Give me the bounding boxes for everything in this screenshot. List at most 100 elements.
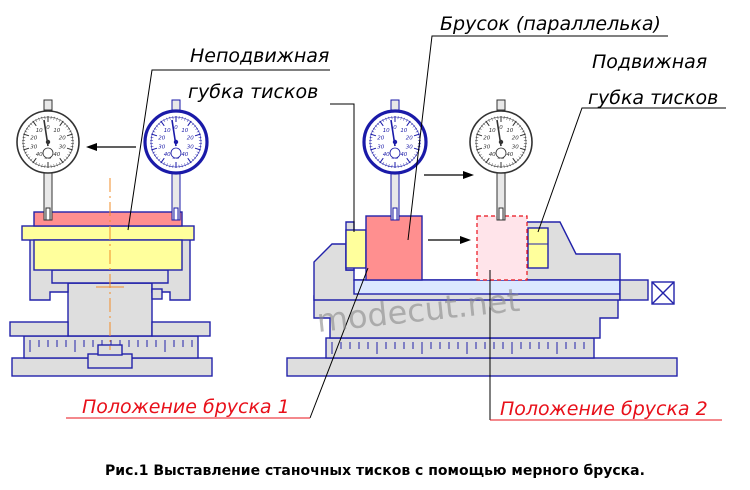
right-vise-scale-ticks [331, 342, 585, 354]
dial-number: 30 [59, 145, 66, 151]
dial-tick [196, 151, 200, 154]
dial-tick [403, 163, 405, 167]
dial-tick [478, 127, 482, 130]
label-fixed-jaw-line1: Неподвижная [190, 45, 329, 67]
dial-tick [194, 133, 201, 137]
dial-tick [193, 156, 197, 159]
top-move-arrow [424, 171, 474, 179]
dial-tick [476, 147, 483, 151]
dial-subdial [170, 147, 182, 159]
dial-tick [24, 130, 28, 133]
dial-tick [491, 117, 493, 121]
dial-tick [70, 146, 74, 148]
left-move-arrow [86, 143, 136, 151]
dial-tick [195, 127, 199, 130]
dial-tick [485, 120, 490, 127]
dial-tick [27, 125, 31, 128]
dial-tip [45, 207, 51, 221]
dial-tick [475, 136, 479, 138]
dial-tick [63, 158, 66, 162]
dial-tick [382, 119, 385, 122]
dial-tick [163, 162, 166, 165]
dial-tick [186, 162, 189, 165]
dial-tick [412, 156, 416, 159]
dial-tick [53, 116, 55, 120]
dial-tick [516, 158, 519, 162]
dial-tick [521, 151, 525, 154]
dial-tick [483, 122, 486, 126]
dial-top-knob [390, 99, 400, 111]
dial-tick [38, 163, 40, 167]
dial-tip [498, 207, 504, 221]
dial-tick [184, 117, 186, 121]
dial-tick [374, 156, 378, 159]
dial-indicator-left-gray: 0102030405040302010 [16, 99, 80, 221]
dial-tick [415, 130, 419, 133]
dial-tick [184, 163, 186, 167]
dial-tick [41, 116, 43, 120]
right-vise-view [286, 215, 678, 377]
label-movable-jaw-line1: Подвижная [592, 51, 707, 73]
dial-tick [512, 157, 517, 164]
dial-tick [385, 163, 387, 167]
dial-number: 10 [36, 128, 43, 134]
dial-tick [372, 154, 376, 157]
dial-tick [41, 164, 43, 168]
dial-tick [521, 130, 525, 133]
bar-position-1 [365, 215, 423, 281]
dial-tick [22, 136, 26, 138]
dial-tick [56, 117, 58, 121]
dial-tick [519, 147, 526, 151]
dial-tick [372, 127, 376, 130]
dial-tick [406, 157, 411, 164]
dial-tick [518, 156, 522, 159]
dial-number: 20 [187, 135, 194, 141]
dial-tick [412, 125, 416, 128]
dial-top-knob [496, 99, 506, 111]
dial-tick [151, 147, 158, 151]
left-vise-jaw [21, 225, 195, 241]
dial-tick [506, 116, 508, 120]
dial-tick [519, 133, 526, 137]
dial-tick [23, 147, 30, 151]
dial-tick [379, 120, 384, 127]
dial-tick [403, 117, 405, 121]
dial-tick [187, 157, 192, 164]
dial-tick [477, 130, 481, 133]
dial-tick [166, 117, 168, 121]
dial-tick [410, 158, 413, 162]
dial-tick [66, 133, 73, 137]
dial-tick [509, 117, 511, 121]
dial-tick [511, 162, 514, 165]
dial-tick [63, 122, 66, 126]
dial-tick [379, 157, 384, 164]
dial-top-knob [43, 99, 53, 111]
dial-tick [23, 133, 30, 137]
dial-indicator-right-gray: 0102030405040302010 [469, 99, 533, 221]
dial-tick [59, 120, 64, 127]
dial-tick [65, 156, 69, 159]
leader-bar [407, 35, 668, 241]
dial-tick [68, 130, 72, 133]
dial-number: 30 [158, 145, 165, 151]
dial-hub [498, 139, 504, 145]
dial-tick [194, 147, 201, 151]
dial-tick [400, 164, 402, 168]
dial-tick [153, 154, 157, 157]
dial-tick [195, 154, 199, 157]
left-vise-scale-ticks [29, 340, 193, 352]
dial-tick [370, 133, 377, 137]
dial-tick [59, 157, 64, 164]
dial-tick [377, 158, 380, 162]
dial-tick [169, 164, 171, 168]
dial-number: 10 [181, 128, 188, 134]
leader-position-1 [309, 267, 369, 419]
dial-tick [32, 157, 37, 164]
dial-tick [480, 156, 484, 159]
dial-number: 30 [512, 145, 519, 151]
dial-number: 10 [400, 128, 407, 134]
dial-number: 20 [512, 135, 519, 141]
dial-tick [169, 116, 171, 120]
dial-tick [371, 151, 375, 154]
